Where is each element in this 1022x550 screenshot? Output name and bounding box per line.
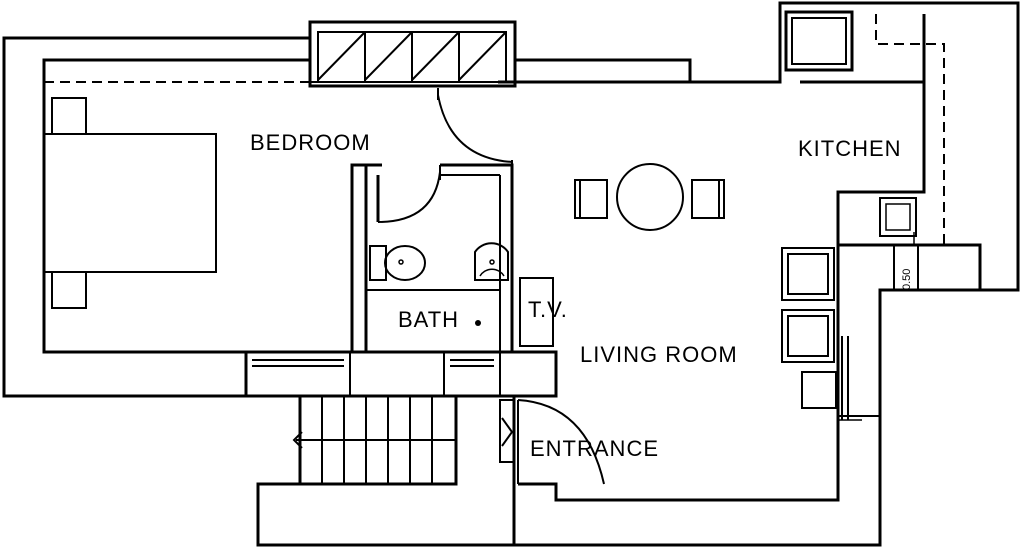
bath-dot: [475, 320, 481, 326]
staircase: [292, 396, 458, 486]
room-labels: BEDROOM KITCHEN BATH T.V. LIVING ROOM EN…: [250, 130, 913, 461]
dimension-label: 0.50: [901, 269, 913, 290]
top-window: [308, 20, 517, 88]
toilet: [369, 245, 426, 281]
bed: [43, 97, 217, 309]
bath-label: BATH: [398, 307, 459, 332]
tv-label: T.V.: [528, 297, 568, 322]
kitchen-label: KITCHEN: [798, 136, 902, 161]
bedroom-door: [437, 88, 513, 170]
tv-unit: [519, 277, 554, 347]
entrance-label: ENTRANCE: [530, 436, 659, 461]
bath-walls: [350, 163, 514, 352]
living-room-label: LIVING ROOM: [580, 342, 738, 367]
kitchen-fixtures: [781, 10, 919, 409]
washbasin: [474, 242, 509, 281]
bedroom-label: BEDROOM: [250, 130, 371, 155]
bath-door: [377, 165, 441, 223]
dashed-outlines: [44, 14, 945, 246]
dining-set: [574, 163, 725, 231]
side-window: [518, 245, 880, 502]
entrance-door: [499, 399, 605, 485]
lower-walls: [244, 350, 558, 545]
